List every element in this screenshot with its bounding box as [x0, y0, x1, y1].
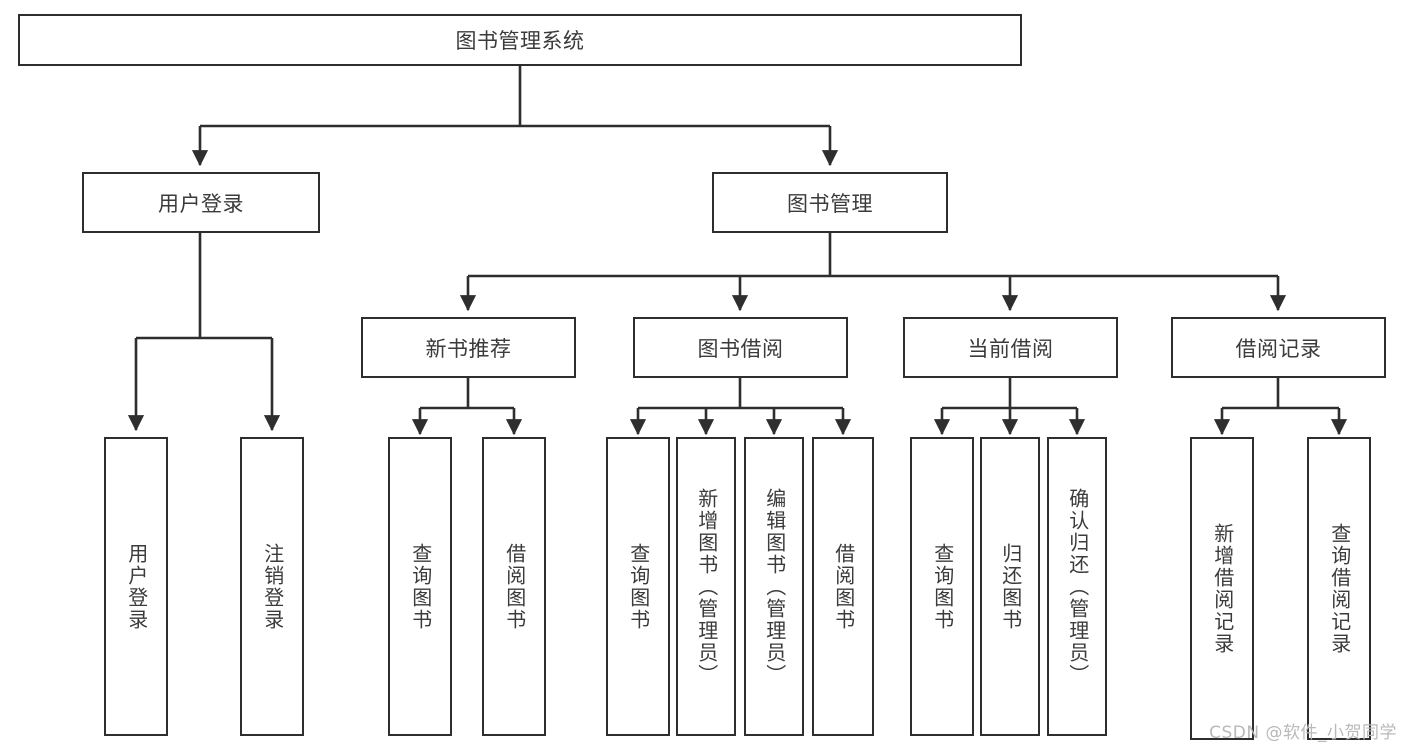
leaf-query-book-3[interactable]: 查询图书	[910, 437, 974, 736]
leaf-confirm-return-admin[interactable]: 确认归还（管理员）	[1047, 437, 1107, 736]
node-label: 借阅记录	[1235, 336, 1322, 361]
leaf-query-borrow-record[interactable]: 查询借阅记录	[1307, 437, 1371, 740]
leaf-logout[interactable]: 注销登录	[240, 437, 304, 736]
leaf-query-book-2[interactable]: 查询图书	[606, 437, 670, 736]
node-label: 新增图书（管理员）	[694, 487, 719, 686]
node-label: 注销登录	[260, 542, 285, 631]
node-label: 借阅图书	[831, 542, 856, 631]
node-label: 当前借阅	[967, 336, 1054, 361]
node-current-borrow[interactable]: 当前借阅	[903, 317, 1118, 378]
leaf-user-login[interactable]: 用户登录	[104, 437, 168, 736]
leaf-query-book-1[interactable]: 查询图书	[388, 437, 452, 736]
node-label: 查询图书	[626, 542, 651, 631]
node-label: 新增借阅记录	[1210, 522, 1235, 655]
node-label: 用户登录	[158, 191, 244, 216]
node-label: 图书借阅	[697, 336, 784, 361]
node-label: 查询借阅记录	[1327, 522, 1352, 655]
node-borrow-records[interactable]: 借阅记录	[1171, 317, 1386, 378]
node-user-login[interactable]: 用户登录	[82, 172, 320, 233]
node-label: 查询图书	[930, 542, 955, 631]
node-book-borrow[interactable]: 图书借阅	[633, 317, 848, 378]
leaf-return-book[interactable]: 归还图书	[980, 437, 1040, 736]
node-book-management[interactable]: 图书管理	[712, 172, 948, 233]
leaf-borrow-book-2[interactable]: 借阅图书	[812, 437, 874, 736]
node-label: 确认归还（管理员）	[1065, 487, 1090, 686]
node-label: 新书推荐	[425, 336, 512, 361]
node-new-book-recommend[interactable]: 新书推荐	[361, 317, 576, 378]
node-label: 图书管理系统	[455, 29, 585, 53]
node-label: 查询图书	[408, 542, 433, 631]
node-label: 编辑图书（管理员）	[762, 487, 787, 686]
node-label: 图书管理	[787, 191, 873, 216]
watermark-text: CSDN @软件_小贺同学	[1209, 723, 1397, 743]
leaf-add-book-admin[interactable]: 新增图书（管理员）	[676, 437, 736, 736]
leaf-add-borrow-record[interactable]: 新增借阅记录	[1190, 437, 1254, 740]
node-root[interactable]: 图书管理系统	[18, 14, 1022, 66]
node-label: 借阅图书	[502, 542, 527, 631]
leaf-edit-book-admin[interactable]: 编辑图书（管理员）	[744, 437, 804, 736]
node-label: 归还图书	[998, 542, 1023, 631]
node-label: 用户登录	[124, 542, 149, 631]
leaf-borrow-book-1[interactable]: 借阅图书	[482, 437, 546, 736]
